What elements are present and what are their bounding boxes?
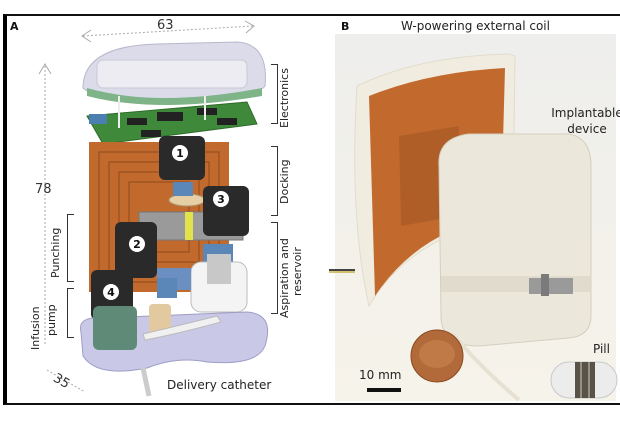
panel-b: B W-powering external coil <box>329 16 620 403</box>
aspiration-bracket <box>271 222 278 314</box>
width-dimension-arrow <box>81 20 255 43</box>
motor-1: 1 <box>159 136 205 180</box>
coil-label: W-powering external coil <box>401 19 550 33</box>
punching-bracket <box>67 214 74 282</box>
motor-number-2: 2 <box>133 238 141 251</box>
scale-bar <box>367 388 401 392</box>
scale-bar-label: 10 mm <box>359 368 402 382</box>
panel-a-label: A <box>10 20 19 33</box>
width-dimension: 63 <box>157 18 174 33</box>
catheter-label: Delivery catheter <box>167 378 272 392</box>
pill <box>550 361 618 399</box>
infusion-pump-cylinder <box>93 306 137 350</box>
motor-number-4: 4 <box>107 286 115 299</box>
height-dimension: 78 <box>35 182 52 197</box>
device-label-line2: device <box>567 122 607 136</box>
motor-number-3: 3 <box>217 193 225 206</box>
electronics-label: Electronics <box>278 68 291 128</box>
docking-label: Docking <box>278 159 291 204</box>
device-exploded-diagram: 1 3 2 <box>38 20 269 397</box>
aspiration-label-line2: reservoir <box>291 247 304 296</box>
infusion-label-line2: pump <box>45 304 58 336</box>
implantable-device <box>438 133 592 347</box>
motor-2: 2 <box>115 222 157 278</box>
infusion-pump-bracket <box>67 288 74 338</box>
motor-3: 3 <box>203 186 249 236</box>
electronics-bracket <box>271 64 278 124</box>
photo-objects <box>329 53 618 402</box>
height-dimension-arrow <box>38 63 52 346</box>
aspiration-label-line1: Aspiration and <box>278 238 291 318</box>
valve <box>149 304 171 334</box>
punching-label: Punching <box>49 227 62 278</box>
motor-number-1: 1 <box>176 147 184 160</box>
figure-frame: A <box>3 14 620 405</box>
docking-bracket <box>271 146 278 216</box>
device-label-line1: Implantable <box>551 106 620 120</box>
panel-a: A <box>7 16 329 403</box>
delivery-catheter <box>140 367 152 397</box>
infusion-label-line1: Infusion <box>29 306 42 350</box>
device-clip <box>529 278 573 294</box>
panel-b-label: B <box>341 20 350 33</box>
pill-label: Pill <box>593 342 610 356</box>
depth-dimension-arrow <box>46 369 86 393</box>
